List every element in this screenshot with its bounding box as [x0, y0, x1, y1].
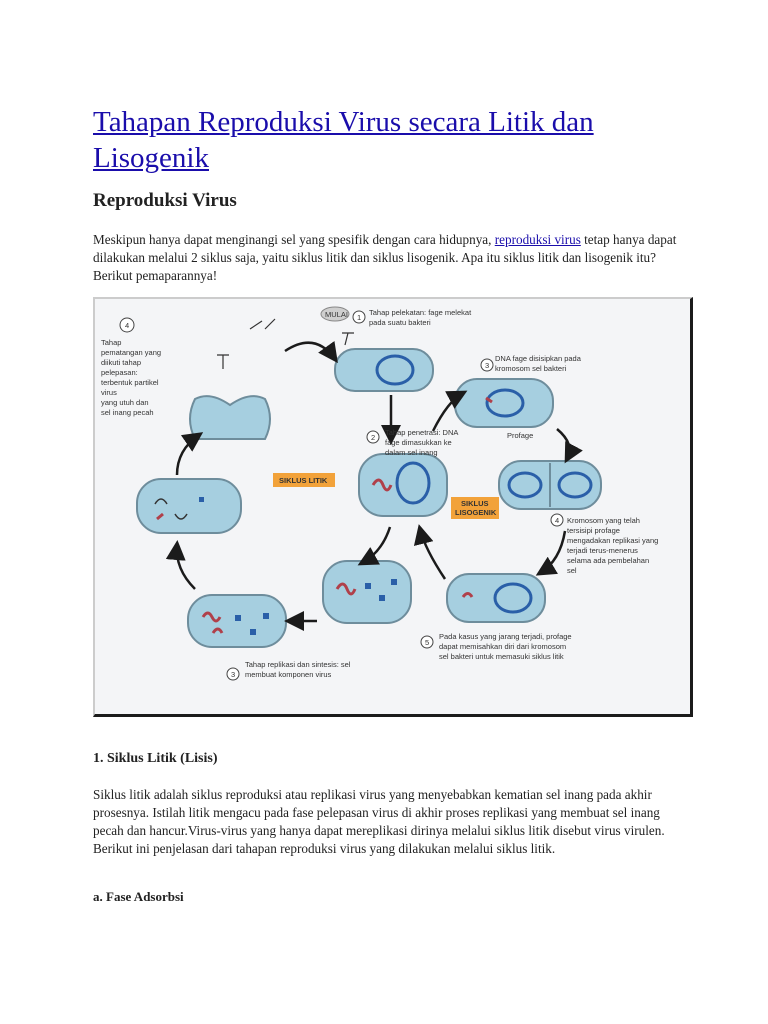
diagram-svg: SIKLUS LITIK SIKLUS LISOGENIK MULAI 1 Ta…	[95, 299, 690, 714]
start-label: MULAI	[325, 310, 348, 319]
step-4-line-6: virus	[101, 388, 117, 397]
cell-lysis	[190, 319, 275, 439]
profage-label: Profage	[507, 431, 533, 440]
step-2-line-1: Tahap penetrasi: DNA	[385, 428, 458, 437]
lysogenic-step-3-line-1: DNA fage disisipkan pada	[495, 354, 582, 363]
lysogenic-step-4-line-6: sel	[567, 566, 577, 575]
cell-maturation	[137, 479, 241, 533]
step-4-line-8: sel inang pecah	[101, 408, 154, 417]
step-1-number: 1	[357, 313, 361, 322]
lysogenic-step-4-line-4: terjadi terus-menerus	[567, 546, 638, 555]
lysogenic-step-4-line-3: mengadakan replikasi yang	[567, 536, 658, 545]
lysogenic-step-5-line-1: Pada kasus yang jarang terjadi, profage	[439, 632, 572, 641]
step-3-line-2: membuat komponen virus	[245, 670, 332, 679]
lysogenic-step-5-line-3: sel bakteri untuk memasuki siklus litik	[439, 652, 564, 661]
subsection-heading: 1. Siklus Litik (Lisis)	[93, 751, 218, 767]
lysogenic-step-4-number: 4	[555, 516, 559, 525]
step-3-line-1: Tahap replikasi dan sintesis: sel	[245, 660, 351, 669]
step-4-line-5: terbentuk partikel	[101, 378, 159, 387]
cell-division	[499, 461, 601, 509]
step-2-number: 2	[371, 433, 375, 442]
intro-paragraph: Meskipun hanya dapat menginangi sel yang…	[93, 231, 683, 285]
step-1-line-2: pada suatu bakteri	[369, 318, 431, 327]
lysogenic-cycle-label-2: LISOGENIK	[455, 508, 497, 517]
step-4-line-4: pelepasan:	[101, 368, 138, 377]
lysogenic-step-5-number: 5	[425, 638, 429, 647]
step-4-line-7: yang utuh dan	[101, 398, 149, 407]
step-2-line-2: fage dimasukkan ke	[385, 438, 452, 447]
step-4-line-1: Tahap	[101, 338, 121, 347]
step-1-line-1: Tahap pelekatan: fage melekat	[369, 308, 472, 317]
cell-integration	[455, 379, 553, 427]
cell-penetration	[359, 454, 447, 516]
virus-reproduction-diagram: SIKLUS LITIK SIKLUS LISOGENIK MULAI 1 Ta…	[93, 297, 693, 717]
section-heading: Reproduksi Virus	[93, 189, 237, 213]
reproduksi-virus-link[interactable]: reproduksi virus	[495, 232, 581, 247]
lytic-cycle-paragraph: Siklus litik adalah siklus reproduksi at…	[93, 786, 683, 858]
lysogenic-step-4-line-1: Kromosom yang telah	[567, 516, 640, 525]
step-4-line-3: diikuti tahap	[101, 358, 141, 367]
cell-attachment	[335, 333, 433, 391]
lysogenic-cycle-label-1: SIKLUS	[461, 499, 489, 508]
step-2-line-3: dalam sel inang	[385, 448, 438, 457]
lysogenic-step-4-line-5: selama ada pembelahan	[567, 556, 649, 565]
lysogenic-step-4-line-2: tersisipi profage	[567, 526, 620, 535]
intro-text-before-link: Meskipun hanya dapat menginangi sel yang…	[93, 232, 495, 247]
step-4-number: 4	[125, 321, 129, 330]
lytic-cycle-label: SIKLUS LITIK	[279, 476, 328, 485]
lysogenic-step-3-line-2: kromosom sel bakteri	[495, 364, 567, 373]
lysogenic-step-3-number: 3	[485, 361, 489, 370]
subsubsection-heading: a. Fase Adsorbsi	[93, 889, 184, 905]
cell-replication	[323, 561, 411, 623]
cell-assembly	[188, 595, 286, 647]
step-4-line-2: pematangan yang	[101, 348, 161, 357]
page-title[interactable]: Tahapan Reproduksi Virus secara Litik da…	[93, 104, 713, 176]
lysogenic-step-5-line-2: dapat memisahkan diri dari kromosom	[439, 642, 566, 651]
step-3-number: 3	[231, 670, 235, 679]
cell-excision	[447, 574, 545, 622]
